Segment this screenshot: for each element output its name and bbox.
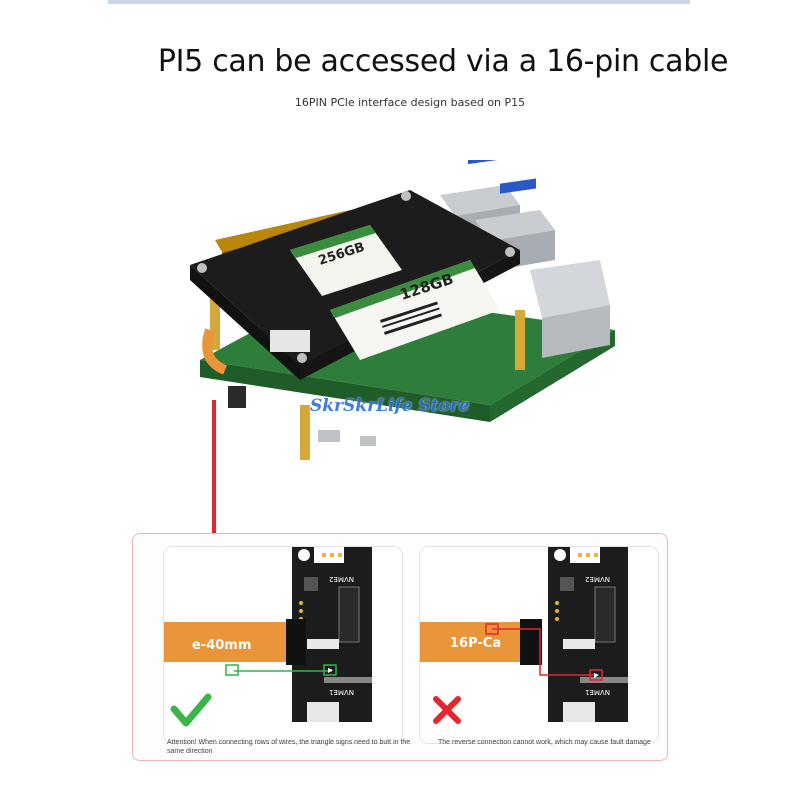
wrong-connection-card: NVME2 NVME1 16P-Ca <box>419 546 659 744</box>
ssd-256gb: 256GB <box>290 225 402 296</box>
page-title: PI5 can be accessed via a 16-pin cable <box>157 44 729 79</box>
slot-label-top: NVME2 <box>585 575 610 583</box>
ssd-128gb: 128GB <box>330 260 500 360</box>
cross-icon <box>433 696 461 724</box>
store-watermark: SkrSkrLife Store <box>310 396 470 416</box>
standoff <box>515 310 525 370</box>
correct-connection-note: Attention! When connecting rows of wires… <box>167 739 411 755</box>
ribbon-cable <box>164 622 286 662</box>
correct-connection-diagram: NVME2 NVME1 e-40mm <box>164 547 402 743</box>
slot-label-bottom: NVME1 <box>585 688 610 696</box>
standoff <box>300 405 310 460</box>
connection-comparison-panel: NVME2 NVME1 e-40mm <box>132 533 668 761</box>
product-photo: 256GB 128GB <box>190 160 615 460</box>
wrong-connection-diagram: NVME2 NVME1 16P-Ca <box>420 547 658 743</box>
callout-line <box>212 400 216 536</box>
cable-label: 16P-Ca <box>450 636 501 651</box>
top-divider <box>108 0 690 4</box>
wrong-connection-note: The reverse connection cannot work, whic… <box>438 739 651 746</box>
cable-label: e-40mm <box>192 638 251 653</box>
ethernet-port <box>530 260 610 358</box>
slot-label-top: NVME2 <box>329 575 354 583</box>
standoff <box>210 290 220 350</box>
check-icon <box>170 693 212 727</box>
slot-label-bottom: NVME1 <box>329 688 354 696</box>
usb-ports <box>440 160 555 271</box>
page-subtitle: 16PIN PCle interface design based on P15 <box>294 96 526 109</box>
connector-block <box>270 330 310 352</box>
ribbon-cable <box>202 328 228 375</box>
correct-connection-card: NVME2 NVME1 e-40mm <box>163 546 403 744</box>
